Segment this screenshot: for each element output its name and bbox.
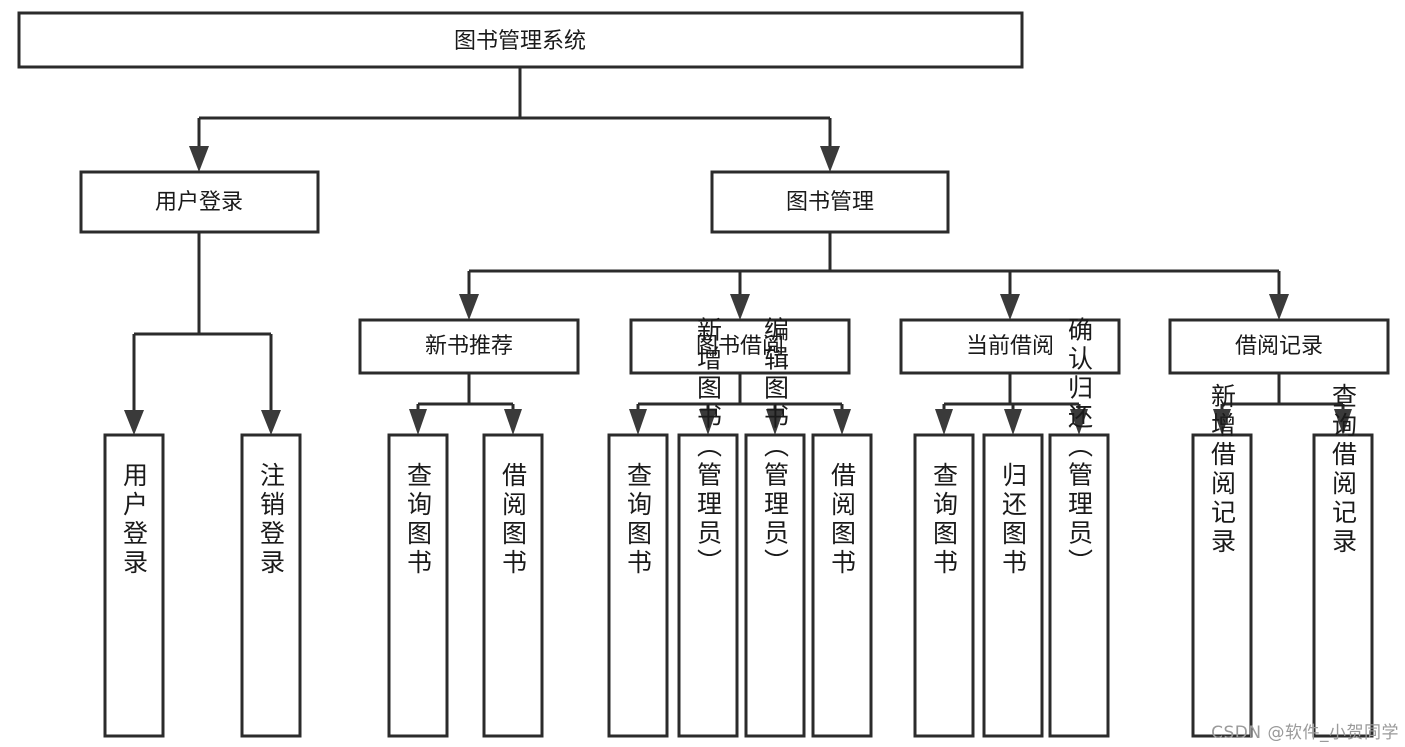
node-label-user-login: 用户登录 <box>155 190 243 215</box>
node-box-borrow-record[interactable] <box>1168 318 1390 375</box>
node-box-leaf-current-query[interactable] <box>913 433 975 738</box>
node-leaf-add-record[interactable]: 新增借阅记录 <box>1191 383 1253 738</box>
arrow-icon-newbook-leaf-2 <box>504 409 522 435</box>
arrow-icon-bookborrow-leaf-2 <box>699 409 717 435</box>
node-label-new-book-recommend: 新书推荐 <box>425 334 513 359</box>
node-label-current-borrow: 当前借阅 <box>966 334 1054 359</box>
node-box-leaf-newbook-borrow[interactable] <box>482 433 544 738</box>
node-box-leaf-newbook-query[interactable] <box>387 433 449 738</box>
node-borrow-record[interactable]: 借阅记录 <box>1168 318 1390 375</box>
arrow-icon-bookborrow-leaf-3 <box>766 409 784 435</box>
node-box-leaf-query-record[interactable] <box>1312 433 1374 738</box>
node-label-leaf-confirm-return: 确认归还（管理员） <box>1065 317 1094 578</box>
node-label-book-management: 图书管理 <box>786 190 874 215</box>
node-label-leaf-newbook-borrow: 借阅图书 <box>499 462 528 578</box>
node-label-book-borrow: 图书借阅 <box>696 334 784 359</box>
node-leaf-book-add[interactable]: 新增图书（管理员） <box>677 317 739 738</box>
node-new-book-recommend[interactable]: 新书推荐 <box>358 318 580 375</box>
node-user-login[interactable]: 用户登录 <box>79 170 320 234</box>
node-label-leaf-return-book: 归还图书 <box>999 462 1028 578</box>
node-box-root[interactable] <box>17 11 1024 69</box>
node-box-current-borrow[interactable] <box>899 318 1121 375</box>
arrow-icon-currentborrow-leaf-1 <box>935 409 953 435</box>
arrow-icon-user-login <box>189 146 209 172</box>
node-root-system[interactable]: 图书管理系统 <box>17 11 1024 69</box>
node-current-borrow[interactable]: 当前借阅 <box>899 318 1121 375</box>
node-leaf-confirm-return[interactable]: 确认归还（管理员） <box>1048 317 1110 738</box>
arrow-icon-borrowrecord-leaf-1 <box>1213 409 1231 435</box>
node-label-leaf-current-query: 查询图书 <box>930 462 959 578</box>
csdn-watermark: CSDN @软件_小贺同学 <box>1211 723 1399 743</box>
arrow-icon-borrowrecord-leaf-2 <box>1334 409 1352 435</box>
node-box-leaf-book-add[interactable] <box>677 433 739 738</box>
node-label-leaf-borrow-book: 借阅图书 <box>828 462 857 578</box>
node-leaf-user-login[interactable]: 用户登录 <box>103 433 165 738</box>
arrow-icon-currentborrow-leaf-3 <box>1070 409 1088 435</box>
arrow-icon-new-book <box>459 294 479 320</box>
node-box-leaf-user-login[interactable] <box>103 433 165 738</box>
node-leaf-current-query[interactable]: 查询图书 <box>913 433 975 738</box>
node-leaf-borrow-query[interactable]: 查询图书 <box>607 433 669 738</box>
node-box-leaf-borrow-book[interactable] <box>811 433 873 738</box>
node-label-leaf-add-record: 新增借阅记录 <box>1208 383 1237 557</box>
arrow-icon-newbook-leaf-1 <box>409 409 427 435</box>
arrow-icon-bookborrow-leaf-4 <box>833 409 851 435</box>
node-box-leaf-book-edit[interactable] <box>744 433 806 738</box>
node-label-root: 图书管理系统 <box>454 29 586 54</box>
arrow-icon-bookborrow-leaf-1 <box>629 409 647 435</box>
node-leaf-return-book[interactable]: 归还图书 <box>982 433 1044 738</box>
arrow-icon-borrow-record <box>1269 294 1289 320</box>
node-leaf-newbook-borrow[interactable]: 借阅图书 <box>482 433 544 738</box>
node-box-book-management[interactable] <box>710 170 950 234</box>
node-leaf-query-record[interactable]: 查询借阅记录 <box>1312 383 1374 738</box>
node-box-leaf-confirm-return[interactable] <box>1048 433 1110 738</box>
node-label-leaf-query-record: 查询借阅记录 <box>1329 383 1358 557</box>
node-box-leaf-borrow-query[interactable] <box>607 433 669 738</box>
node-box-leaf-add-record[interactable] <box>1191 433 1253 738</box>
arrow-icon-book-borrow <box>730 294 750 320</box>
node-box-book-borrow[interactable] <box>629 318 851 375</box>
node-label-borrow-record: 借阅记录 <box>1235 334 1323 359</box>
node-label-leaf-newbook-query: 查询图书 <box>404 462 433 578</box>
node-label-leaf-logout: 注销登录 <box>257 462 286 578</box>
node-book-management[interactable]: 图书管理 <box>710 170 950 234</box>
edge-group <box>124 67 1352 435</box>
node-label-leaf-borrow-query: 查询图书 <box>624 462 653 578</box>
node-box-new-book-recommend[interactable] <box>358 318 580 375</box>
node-box-user-login[interactable] <box>79 170 320 234</box>
node-label-leaf-book-add: 新增图书（管理员） <box>694 317 723 578</box>
node-box-leaf-logout[interactable] <box>240 433 302 738</box>
node-book-borrow[interactable]: 图书借阅 <box>629 318 851 375</box>
node-leaf-book-edit[interactable]: 编辑图书（管理员） <box>744 317 806 738</box>
node-box-leaf-return-book[interactable] <box>982 433 1044 738</box>
arrow-icon-book-mgmt <box>820 146 840 172</box>
arrow-icon-current-borrow <box>1000 294 1020 320</box>
node-leaf-newbook-query[interactable]: 查询图书 <box>387 433 449 738</box>
arrow-icon-leaf-logout <box>261 410 281 435</box>
node-leaf-borrow-book[interactable]: 借阅图书 <box>811 433 873 738</box>
arrow-icon-currentborrow-leaf-2 <box>1004 409 1022 435</box>
node-label-leaf-user-login: 用户登录 <box>120 462 149 578</box>
node-label-leaf-book-edit: 编辑图书（管理员） <box>761 317 790 578</box>
node-leaf-logout[interactable]: 注销登录 <box>240 433 302 738</box>
arrow-icon-leaf-user-login <box>124 410 144 435</box>
